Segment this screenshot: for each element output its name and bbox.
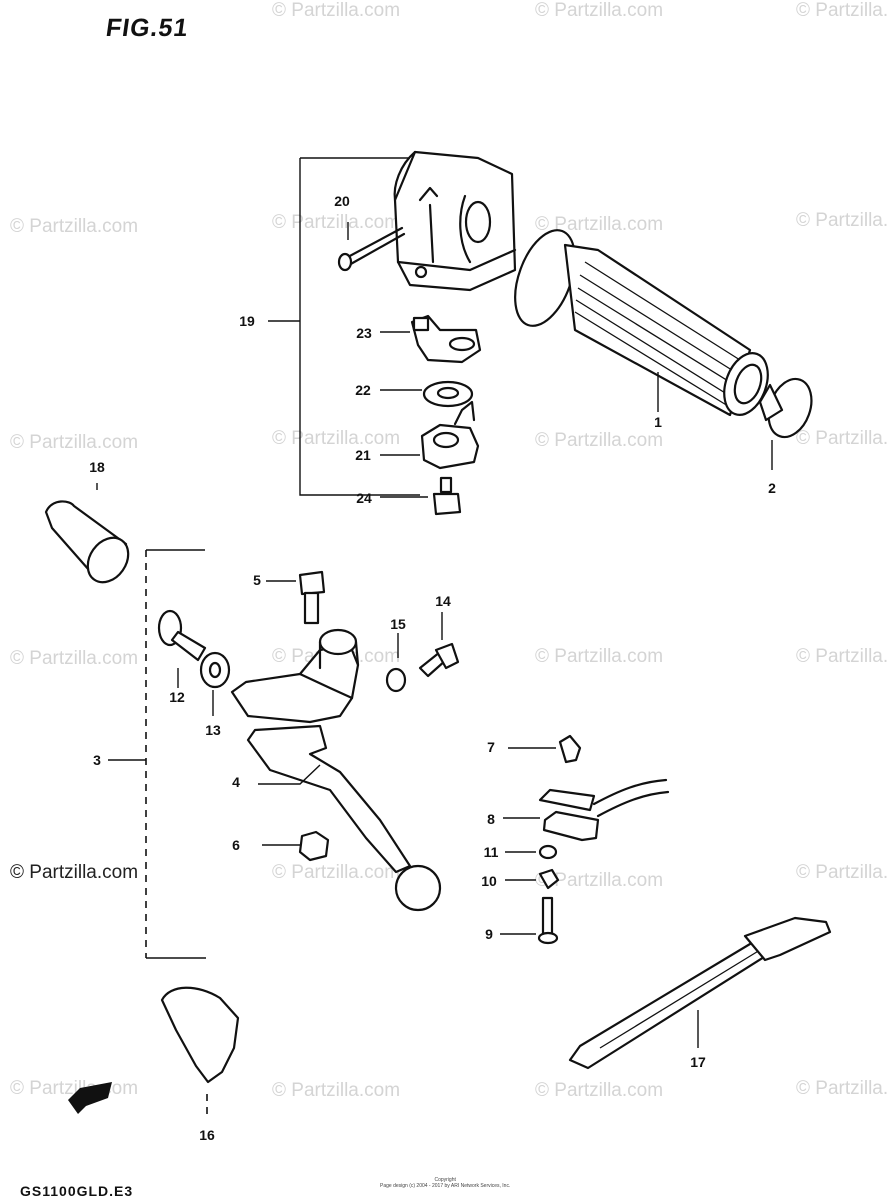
- copyright-line-2: Page design (c) 2004 - 2017 by ARI Netwo…: [380, 1183, 511, 1189]
- switch-8: [503, 778, 670, 842]
- callout-16: 16: [199, 1127, 215, 1143]
- lever-holder-3: [230, 628, 360, 724]
- watermark: © Partzilla.com: [10, 216, 139, 237]
- cover-18: [44, 483, 130, 584]
- watermark: © Partzilla.com: [272, 862, 401, 883]
- callout-1: 1: [654, 414, 662, 430]
- callout-17: 17: [690, 1054, 706, 1070]
- bolt-14: [418, 612, 460, 678]
- callout-8: 8: [487, 811, 495, 827]
- callout-20: 20: [334, 193, 350, 209]
- callout-5: 5: [253, 572, 261, 588]
- callout-2: 2: [768, 480, 776, 496]
- watermark: © Partzilla.com: [796, 862, 888, 883]
- washer-15: [385, 633, 407, 693]
- screw-9: [500, 896, 559, 945]
- callout-24: 24: [356, 490, 372, 506]
- callout-21: 21: [355, 447, 371, 463]
- washer-11: [505, 844, 558, 860]
- group-bracket-19: [268, 157, 420, 496]
- bolt-12: [157, 609, 207, 688]
- callout-13: 13: [205, 722, 221, 738]
- grip-1: [514, 229, 769, 417]
- watermark: © Partzilla.com: [10, 648, 139, 669]
- watermark: © Partzilla.com: [535, 214, 664, 235]
- callout-19: 19: [239, 313, 255, 329]
- nut-10: [505, 868, 560, 890]
- watermark: © Partzilla.com: [535, 430, 664, 451]
- lever-4: [246, 724, 442, 912]
- watermark: © Partzilla.com: [10, 862, 139, 883]
- watermark: © Partzilla.com: [796, 428, 888, 449]
- cover-16: [160, 986, 240, 1116]
- switch-housing: [393, 150, 517, 292]
- callout-4: 4: [232, 774, 240, 790]
- model-code: GS1100GLD.E3: [20, 1183, 134, 1199]
- watermark: © Partzilla.com: [535, 646, 664, 667]
- callout-15: 15: [390, 616, 406, 632]
- callout-12: 12: [169, 689, 185, 705]
- watermark: © Partzilla.com: [796, 1078, 888, 1099]
- copyright-notice: Copyright Page design (c) 2004 - 2017 by…: [380, 1177, 510, 1189]
- watermark: © Partzilla.com: [796, 210, 888, 231]
- callout-10: 10: [481, 873, 497, 889]
- watermark: © Partzilla.com: [272, 212, 401, 233]
- part-22: [380, 380, 474, 408]
- callout-22: 22: [355, 382, 371, 398]
- callout-18: 18: [89, 459, 105, 475]
- watermark: © Partzilla.com: [535, 870, 664, 891]
- bushing-13: [199, 651, 231, 716]
- callout-14: 14: [435, 593, 451, 609]
- nut-6: [262, 830, 330, 862]
- cable-tie-17: [568, 916, 832, 1070]
- clip-7: [508, 734, 582, 764]
- watermark: © Partzilla.com: [796, 646, 888, 667]
- watermark: © Partzilla.com: [272, 1080, 401, 1101]
- screw-20: [337, 222, 406, 272]
- callout-9: 9: [485, 926, 493, 942]
- copyright-line-1: Copyright: [434, 1177, 456, 1183]
- watermark: © Partzilla.com: [796, 0, 888, 21]
- callout-11: 11: [483, 844, 499, 860]
- callout-23: 23: [356, 325, 372, 341]
- part-23: [380, 314, 482, 364]
- callout-6: 6: [232, 837, 240, 853]
- cap-2: [758, 377, 813, 470]
- bolt-5: [266, 570, 326, 625]
- callout-3: 3: [93, 752, 101, 768]
- part-21: [380, 400, 480, 470]
- group-bracket-3: [108, 549, 206, 959]
- watermark: © Partzilla.com: [535, 1080, 664, 1101]
- watermark: © Partzilla.com: [10, 432, 139, 453]
- front-arrow-icon: [68, 1082, 112, 1114]
- callout-7: 7: [487, 739, 495, 755]
- watermark: © Partzilla.com: [272, 0, 401, 21]
- watermark: © Partzilla.com: [272, 428, 401, 449]
- watermark: © Partzilla.com: [535, 0, 664, 21]
- bolt-24: [380, 476, 462, 516]
